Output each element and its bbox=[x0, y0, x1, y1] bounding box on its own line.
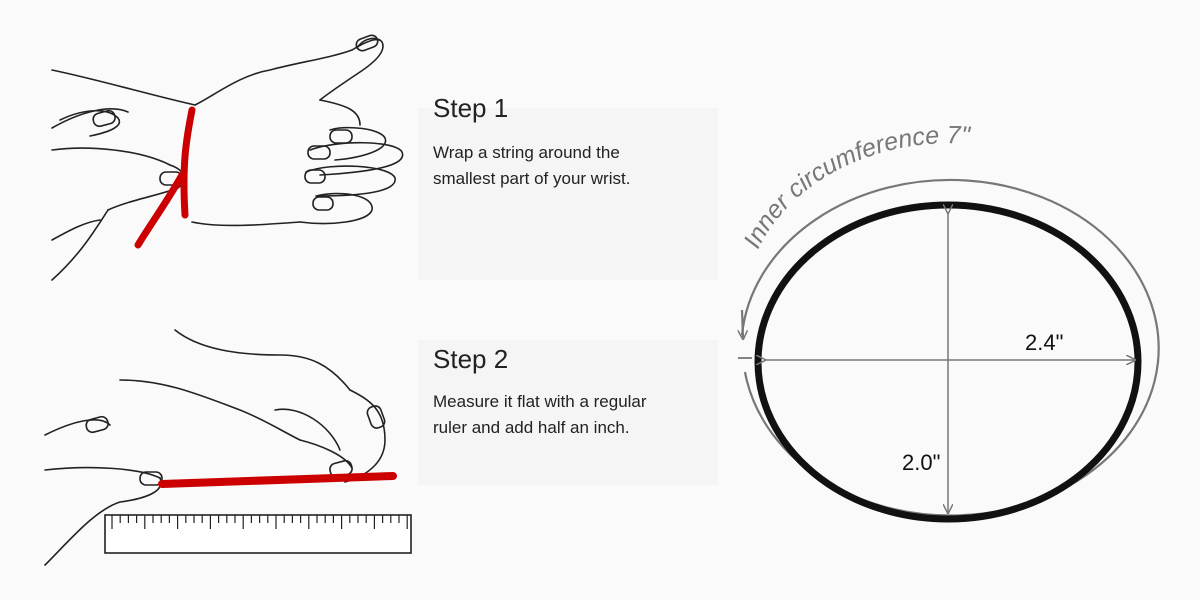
circumference-label: Inner circumference 7" bbox=[738, 121, 972, 253]
string-wrap bbox=[134, 106, 196, 249]
step-2-text: Measure it flat with a regular ruler and… bbox=[433, 392, 647, 437]
circumference-arrow-icon bbox=[742, 309, 743, 338]
height-label: 2.0" bbox=[902, 450, 940, 475]
step-2-panel bbox=[418, 340, 718, 485]
step-1-panel bbox=[418, 108, 718, 280]
step-1-title: Step 1 bbox=[433, 93, 509, 123]
width-label: 2.4" bbox=[1025, 330, 1063, 355]
string-flat bbox=[158, 472, 397, 488]
bracelet-diagram: 2.4" 2.0" Inner circumference 7" bbox=[738, 121, 1160, 523]
ruler-measure-illustration bbox=[44, 329, 386, 566]
circumference-label-path: Inner circumference 7" bbox=[738, 121, 972, 253]
step-2-title: Step 2 bbox=[433, 344, 509, 374]
step-1-text: Wrap a string around the smallest part o… bbox=[433, 143, 631, 188]
wrist-wrap-illustration bbox=[51, 34, 404, 281]
ruler bbox=[104, 514, 412, 554]
